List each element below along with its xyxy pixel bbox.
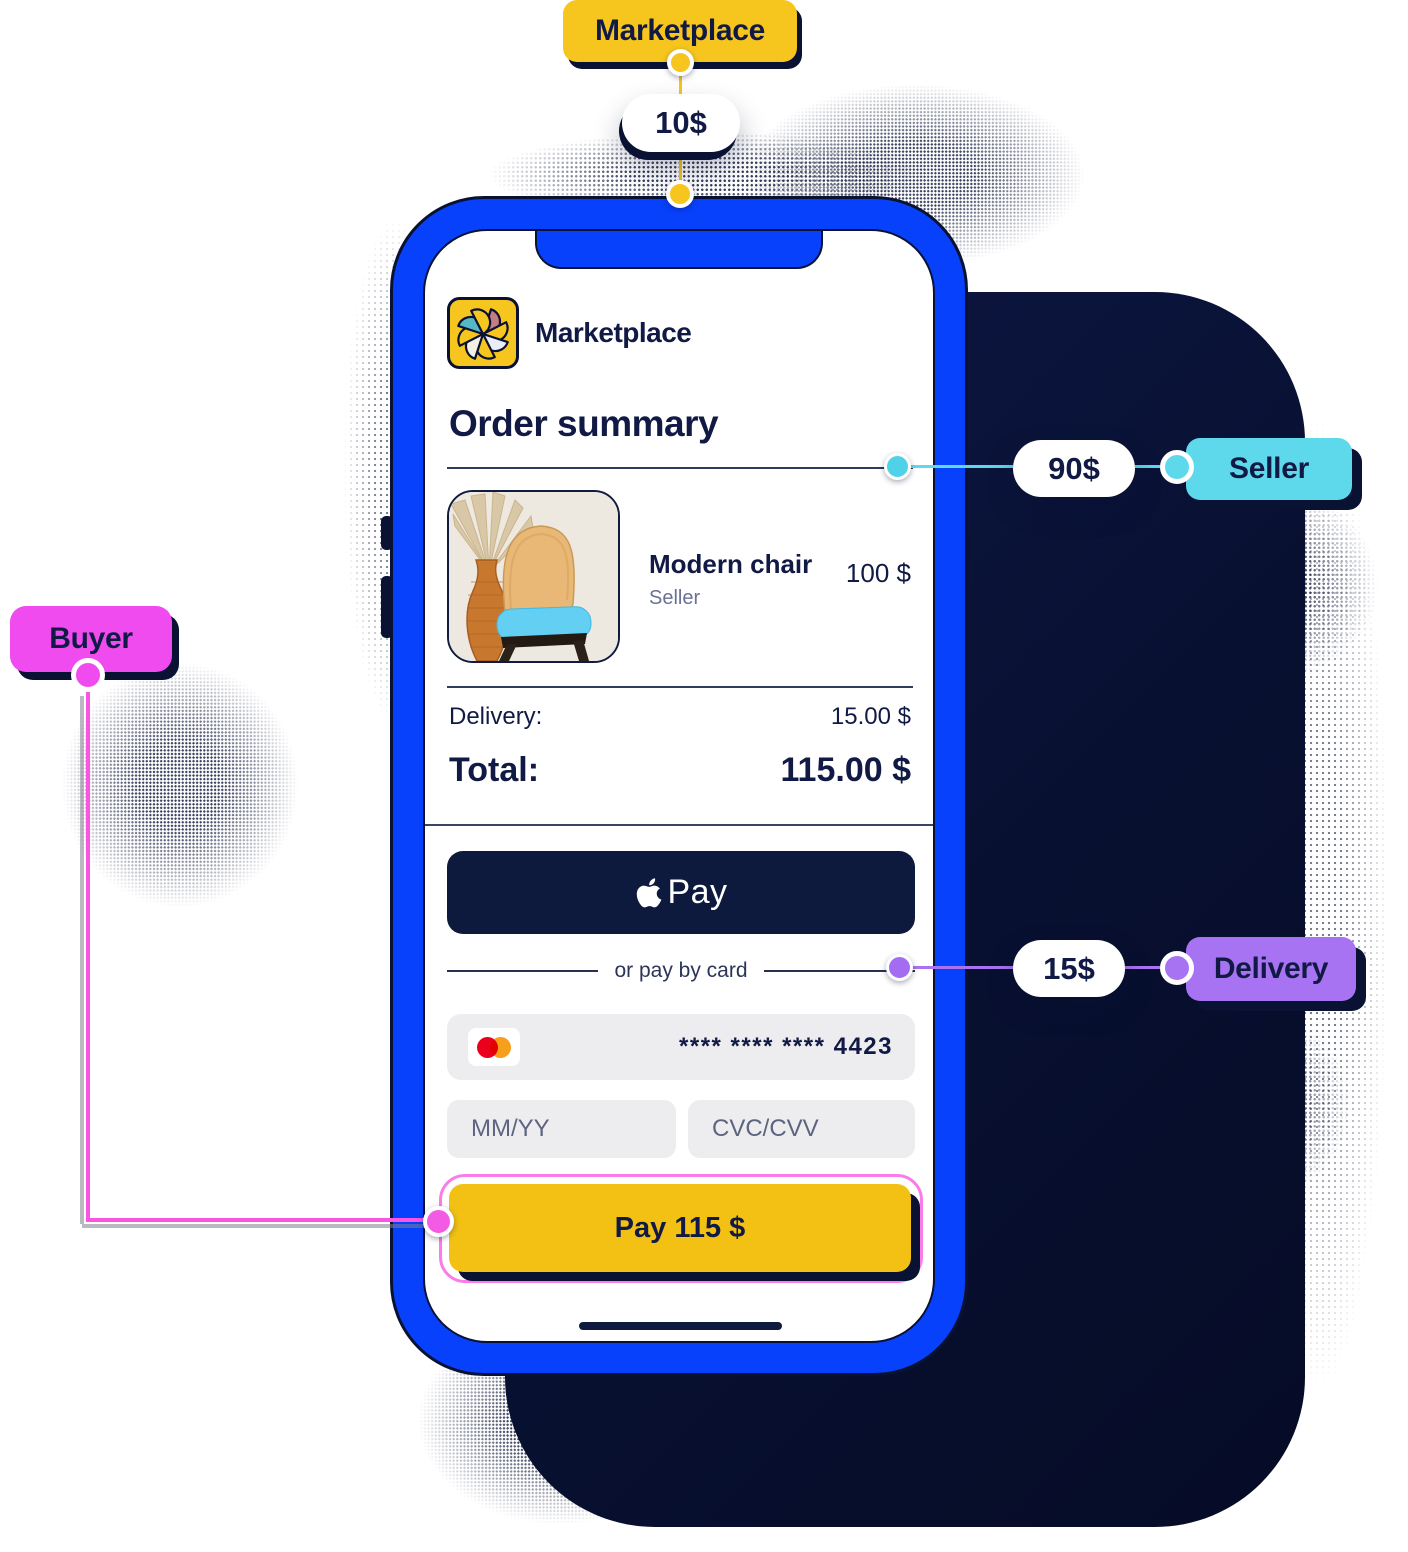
divider-line [763,970,916,972]
delivery-amount-pill: 15$ [1013,940,1125,997]
cvc-input[interactable] [688,1100,915,1158]
delivery-badge-label: Delivery [1213,952,1329,985]
pay-button[interactable]: Pay 115 $ [449,1184,911,1272]
seller-amount: 90$ [1048,450,1100,486]
seller-badge-label: Seller [1229,452,1309,485]
app-header: Marketplace [447,297,692,369]
phone-screen: Marketplace Order summary [423,229,935,1343]
marketplace-amount-pill: 10$ [622,94,740,152]
apple-logo-icon [637,877,662,907]
delivery-connector-ring [1160,951,1194,985]
or-pay-by-card-text: or pay by card [614,959,748,982]
expiry-field[interactable] [447,1100,676,1158]
delivery-connector-dot [886,954,913,981]
divider-line [447,970,599,972]
buyer-connector-line-vertical [86,692,90,1220]
delivery-connector-line [902,966,1013,969]
marketplace-logo-icon [447,297,519,369]
divider [447,467,913,469]
seller-connector-line [900,465,1013,468]
delivery-connector-line [1125,966,1167,969]
saved-card-field[interactable]: **** **** **** 4423 [447,1014,915,1080]
mastercard-icon [468,1028,520,1066]
or-pay-by-card-divider: or pay by card [447,959,916,983]
delivery-value: 15.00 $ [830,703,911,730]
marketplace-connector-line [679,62,682,98]
product-seller: Seller [649,587,701,609]
pay-button-label: Pay 115 $ [614,1211,746,1244]
product-photo [447,490,620,663]
card-number-masked: **** **** **** 4423 [679,1033,893,1060]
seller-connector-ring [1160,450,1194,484]
delivery-label: Delivery: [449,703,543,730]
buyer-badge-label: Buyer [49,622,133,655]
buyer-connector-line-horizontal [86,1218,436,1222]
phone-top-dot [666,180,694,208]
total-label: Total: [449,751,540,789]
buyer-connector-ring [71,658,105,692]
marketplace-connector-dot [667,49,694,76]
phone-frame: Marketplace Order summary [390,196,968,1376]
product-price: 100 $ [845,558,911,588]
delivery-amount: 15$ [1043,950,1095,986]
cvc-field[interactable] [688,1100,915,1158]
phone-notch [535,231,823,269]
section-divider [425,824,933,826]
expiry-input[interactable] [447,1100,676,1158]
product-name: Modern chair [649,549,813,579]
divider [447,686,913,688]
seller-amount-pill: 90$ [1013,440,1135,497]
apple-pay-button[interactable]: Pay [447,851,915,934]
modern-chair-image [449,492,618,661]
seller-badge: Seller [1186,438,1352,500]
mastercard-orange-circle [490,1036,511,1058]
app-brand-name: Marketplace [535,317,692,348]
marketplace-badge-label: Marketplace [594,14,766,47]
page-title: Order summary [449,403,719,444]
total-value: 115.00 $ [780,751,911,789]
marketplace-amount: 10$ [655,105,707,140]
home-indicator[interactable] [579,1322,782,1330]
seller-connector-dot [884,453,911,480]
apple-pay-label: Pay [667,873,728,911]
buyer-connector-dot [423,1206,454,1237]
delivery-badge: Delivery [1186,937,1356,1001]
